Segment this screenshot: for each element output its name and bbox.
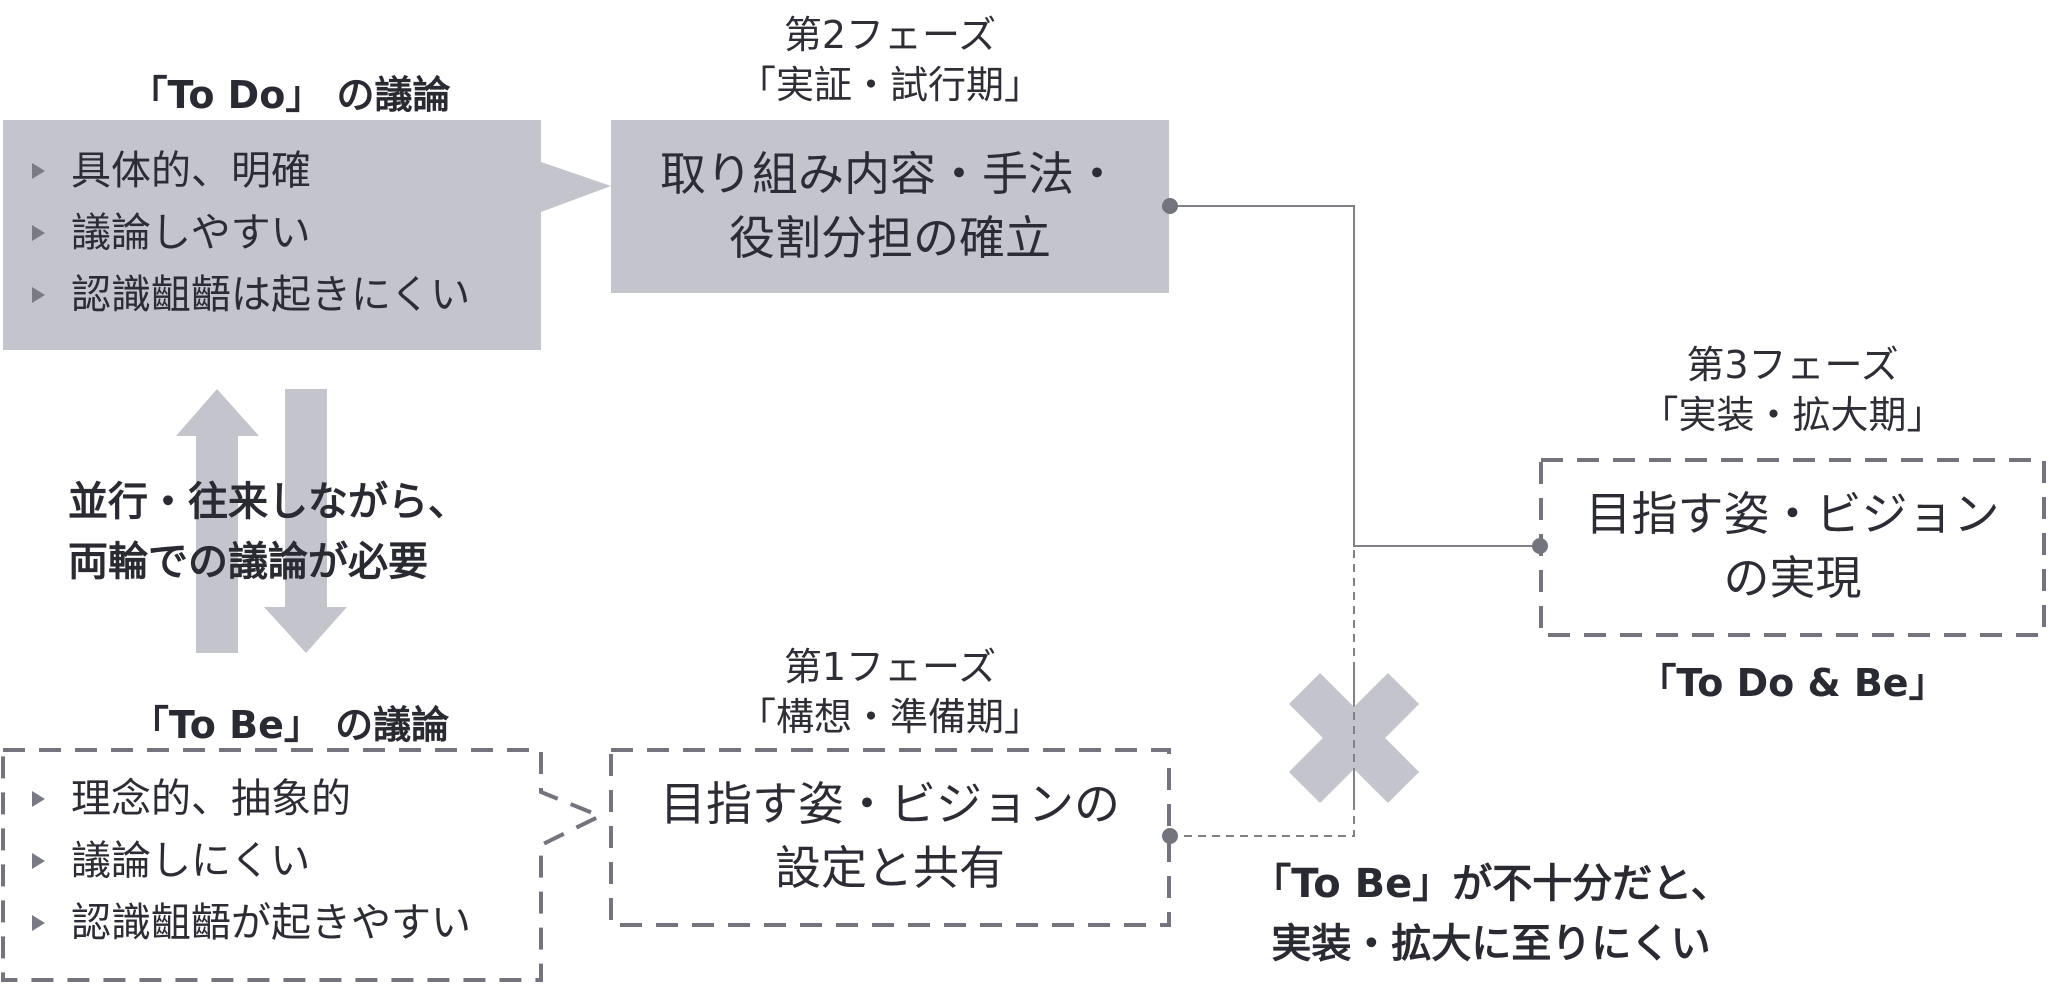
phase1-title: 第1フェーズ (783, 645, 997, 689)
bullet-triangle-icon (32, 791, 45, 807)
todo-heading: 「To Do」 の議論 (129, 73, 451, 117)
phase1-period: 「構想・準備期」 (737, 695, 1042, 739)
phase3-title: 第3フェーズ (1686, 343, 1899, 387)
connector-phase1-dashed (1170, 546, 1355, 837)
phase2-title: 第2フェーズ (783, 13, 997, 57)
list-item-text: 具体的、明確 (71, 148, 311, 194)
phase2-line2: 役割分担の確立 (729, 211, 1051, 265)
list-item-text: 議論しにくい (71, 838, 311, 884)
phase3-period: 「実装・拡大期」 (1640, 393, 1945, 437)
parallel-note-line1: 並行・往来しながら、 (68, 479, 468, 525)
warning-note: 「To Be」が不十分だと、 実装・拡大に至りにくい (1241, 854, 1741, 974)
list-item: 理念的、抽象的 (0, 768, 471, 830)
bullet-triangle-icon (32, 163, 45, 179)
connector-dot-phase2 (1162, 198, 1178, 214)
phase2-period: 「実証・試行期」 (737, 63, 1042, 107)
list-item-text: 議論しやすい (71, 210, 311, 256)
list-item: 認識齟齬は起きにくい (0, 264, 470, 326)
parallel-note: 並行・往来しながら、 両輪での議論が必要 (68, 472, 468, 592)
bullet-triangle-icon (32, 853, 45, 869)
phase3-line2: の実現 (1723, 551, 1862, 605)
arrow-up-icon (176, 389, 259, 653)
todo-list: 具体的、明確 議論しやすい 認識齟齬は起きにくい (0, 140, 470, 326)
todo-callout-box (3, 120, 611, 350)
bullet-triangle-icon (32, 225, 45, 241)
phase1-line1: 目指す姿・ビジョンの (660, 777, 1120, 831)
list-item-text: 理念的、抽象的 (71, 776, 351, 822)
phase1-label: 第1フェーズ 「構想・準備期」 (611, 642, 1169, 742)
arrow-down-icon (264, 389, 347, 653)
connector-dot-phase1 (1162, 828, 1178, 844)
phase2-box (611, 120, 1169, 293)
phase3-caption: 「To Do & Be」 (1638, 661, 1947, 705)
phase3-box (1539, 458, 2046, 637)
bullet-triangle-icon (32, 287, 45, 303)
list-item: 認識齟齬が起きやすい (0, 892, 471, 954)
phase3-line1: 目指す姿・ビジョン (1585, 487, 2000, 541)
bullet-triangle-icon (32, 915, 45, 931)
phase3-label: 第3フェーズ 「実装・拡大期」 (1541, 340, 2044, 440)
phase1-content: 目指す姿・ビジョンの 設定と共有 (611, 772, 1169, 900)
tobe-heading: 「To Be」 の議論 (130, 703, 450, 747)
list-item: 具体的、明確 (0, 140, 470, 202)
warning-note-line2: 実装・拡大に至りにくい (1271, 921, 1711, 967)
list-item: 議論しやすい (0, 202, 470, 264)
cross-mark-icon (1288, 672, 1420, 804)
parallel-note-line2: 両輪での議論が必要 (68, 539, 428, 585)
connector-phase2-to-phase3 (1170, 205, 1540, 547)
warning-note-line1: 「To Be」が不十分だと、 (1251, 861, 1731, 907)
tobe-list: 理念的、抽象的 議論しにくい 認識齟齬が起きやすい (0, 768, 471, 954)
list-item-text: 認識齟齬が起きやすい (71, 900, 471, 946)
phase2-label: 第2フェーズ 「実証・試行期」 (611, 10, 1169, 110)
phase1-box (609, 748, 1171, 927)
list-item-text: 認識齟齬は起きにくい (71, 272, 471, 318)
phase3-content: 目指す姿・ビジョン の実現 (1541, 482, 2044, 610)
tobe-callout-box (1, 748, 605, 982)
phase1-line2: 設定と共有 (775, 841, 1005, 895)
phase2-content: 取り組み内容・手法・ 役割分担の確立 (611, 142, 1169, 270)
phase2-line1: 取り組み内容・手法・ (660, 147, 1120, 201)
list-item: 議論しにくい (0, 830, 471, 892)
